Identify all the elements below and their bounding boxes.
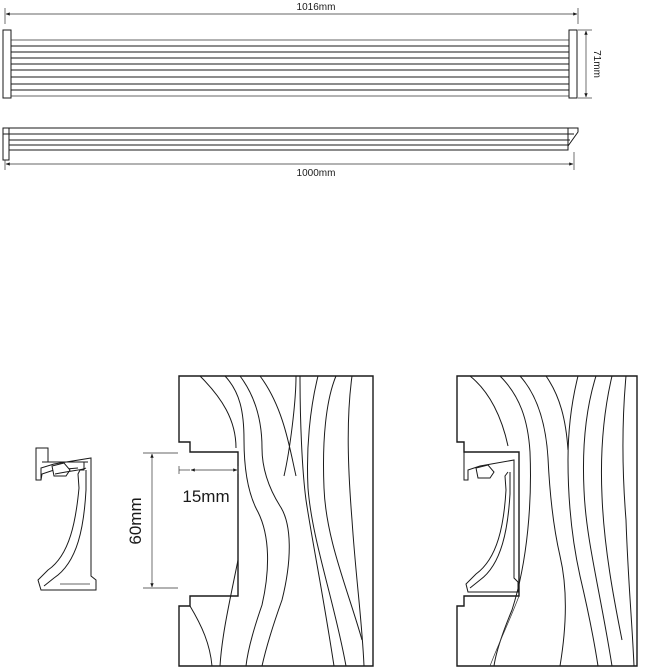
dimension-label-profile-depth: 60mm bbox=[126, 497, 145, 544]
dimension-label-top-width: 1016mm bbox=[297, 2, 336, 13]
dimension-height: 71mm bbox=[578, 29, 602, 99]
side-view: 1000mm bbox=[2, 127, 579, 179]
side-bar bbox=[2, 127, 579, 161]
dimension-label-height: 71mm bbox=[591, 50, 602, 78]
right-end-cap bbox=[568, 29, 578, 99]
wall-panel-recess: 15mm bbox=[178, 375, 374, 667]
dimension-label-bottom-width: 1000mm bbox=[297, 168, 336, 179]
top-view: 1016mm 71mm bbox=[2, 2, 602, 99]
wall-panel-installed bbox=[456, 375, 638, 667]
dimension-label-profile-width: 15mm bbox=[182, 487, 229, 506]
left-end-cap bbox=[2, 29, 12, 99]
bar-body bbox=[10, 39, 570, 97]
dimension-top-width: 1016mm bbox=[4, 2, 579, 24]
dimension-bottom-width: 1000mm bbox=[4, 152, 575, 179]
profile-section bbox=[35, 447, 97, 591]
dimension-profile-depth: 60mm bbox=[126, 452, 178, 589]
